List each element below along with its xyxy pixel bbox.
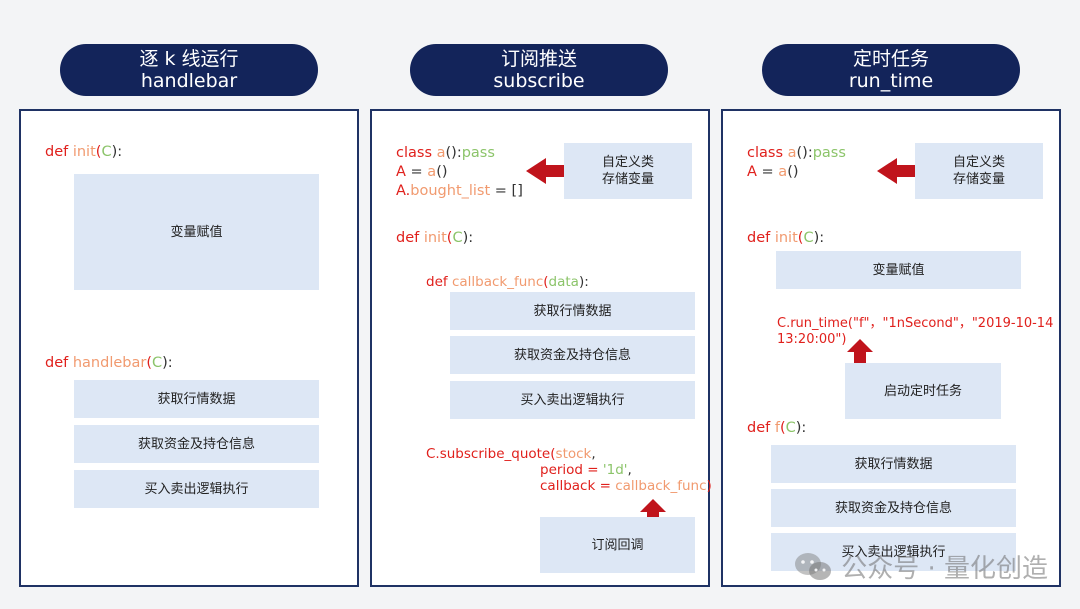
code-instance: A = a() <box>747 164 799 180</box>
box-get-funds-positions: 获取资金及持仓信息 <box>771 489 1016 527</box>
column-title: 定时任务 <box>852 48 929 70</box>
panel-subscribe: class a():pass A = a() A.bought_list = [… <box>370 109 712 587</box>
code-def-init: def init(C): <box>747 230 825 246</box>
code-run-time-call-cont: 13:20:00") <box>777 332 847 347</box>
code-class-def: class a():pass <box>747 145 846 161</box>
column-header-subscribe: 订阅推送 subscribe <box>410 44 668 96</box>
code-bought-list: A.bought_list = [] <box>396 183 523 199</box>
column-subtitle: subscribe <box>493 70 585 92</box>
left-arrow-icon <box>877 158 935 184</box>
column-subtitle: handlebar <box>140 70 238 92</box>
box-get-market-data: 获取行情数据 <box>74 380 319 418</box>
up-arrow-icon <box>847 339 873 371</box>
code-callback-arg: callback = callback_func) <box>540 478 712 494</box>
column-title: 订阅推送 <box>500 48 577 70</box>
column-subtitle: run_time <box>848 70 934 92</box>
column-header-run-time: 定时任务 run_time <box>762 44 1020 96</box>
wechat-icon <box>795 552 832 580</box>
left-arrow-icon <box>526 158 584 184</box>
panel-run-time: class a():pass A = a() 自定义类 存储变量 def ini… <box>721 109 1061 587</box>
code-subscribe-quote: C.subscribe_quote(stock, <box>426 446 596 462</box>
code-period-arg: period = '1d', <box>540 462 632 478</box>
box-variable-assign: 变量赋值 <box>776 251 1021 289</box>
code-def-init: def init(C): <box>396 230 474 246</box>
box-variable-assign: 变量赋值 <box>74 174 319 290</box>
panel-handlebar: def init(C): 变量赋值 def handlebar(C): 获取行情… <box>19 109 359 587</box>
code-instance: A = a() <box>396 164 448 180</box>
box-start-timer-task: 启动定时任务 <box>845 363 1001 419</box>
code-def-callback: def callback_func(data): <box>426 274 589 290</box>
box-trade-logic: 买入卖出逻辑执行 <box>74 470 319 508</box>
code-def-handlebar: def handlebar(C): <box>45 355 173 371</box>
code-def-init: def init(C): <box>45 144 123 160</box>
column-title: 逐 k 线运行 <box>139 48 239 70</box>
box-get-funds-positions: 获取资金及持仓信息 <box>74 425 319 463</box>
code-run-time-call: C.run_time("f"，"1nSecond"，"2019-10-14 <box>777 316 1054 331</box>
watermark: 公众号 · 量化创造 <box>793 548 1048 585</box>
box-custom-class-storage: 自定义类 存储变量 <box>915 143 1043 199</box>
code-def-f: def f(C): <box>747 420 807 436</box>
box-get-funds-positions: 获取资金及持仓信息 <box>450 336 695 374</box>
box-get-market-data: 获取行情数据 <box>771 445 1016 483</box>
box-trade-logic: 买入卖出逻辑执行 <box>771 533 1016 571</box>
box-custom-class-storage: 自定义类 存储变量 <box>564 143 692 199</box>
watermark-text: 公众号 · 量化创造 <box>841 554 1048 584</box>
box-trade-logic: 买入卖出逻辑执行 <box>450 381 695 419</box>
code-class-def: class a():pass <box>396 145 495 161</box>
column-header-handlebar: 逐 k 线运行 handlebar <box>60 44 318 96</box>
box-subscribe-callback: 订阅回调 <box>540 517 695 573</box>
box-get-market-data: 获取行情数据 <box>450 292 695 330</box>
up-arrow-icon <box>640 499 666 531</box>
